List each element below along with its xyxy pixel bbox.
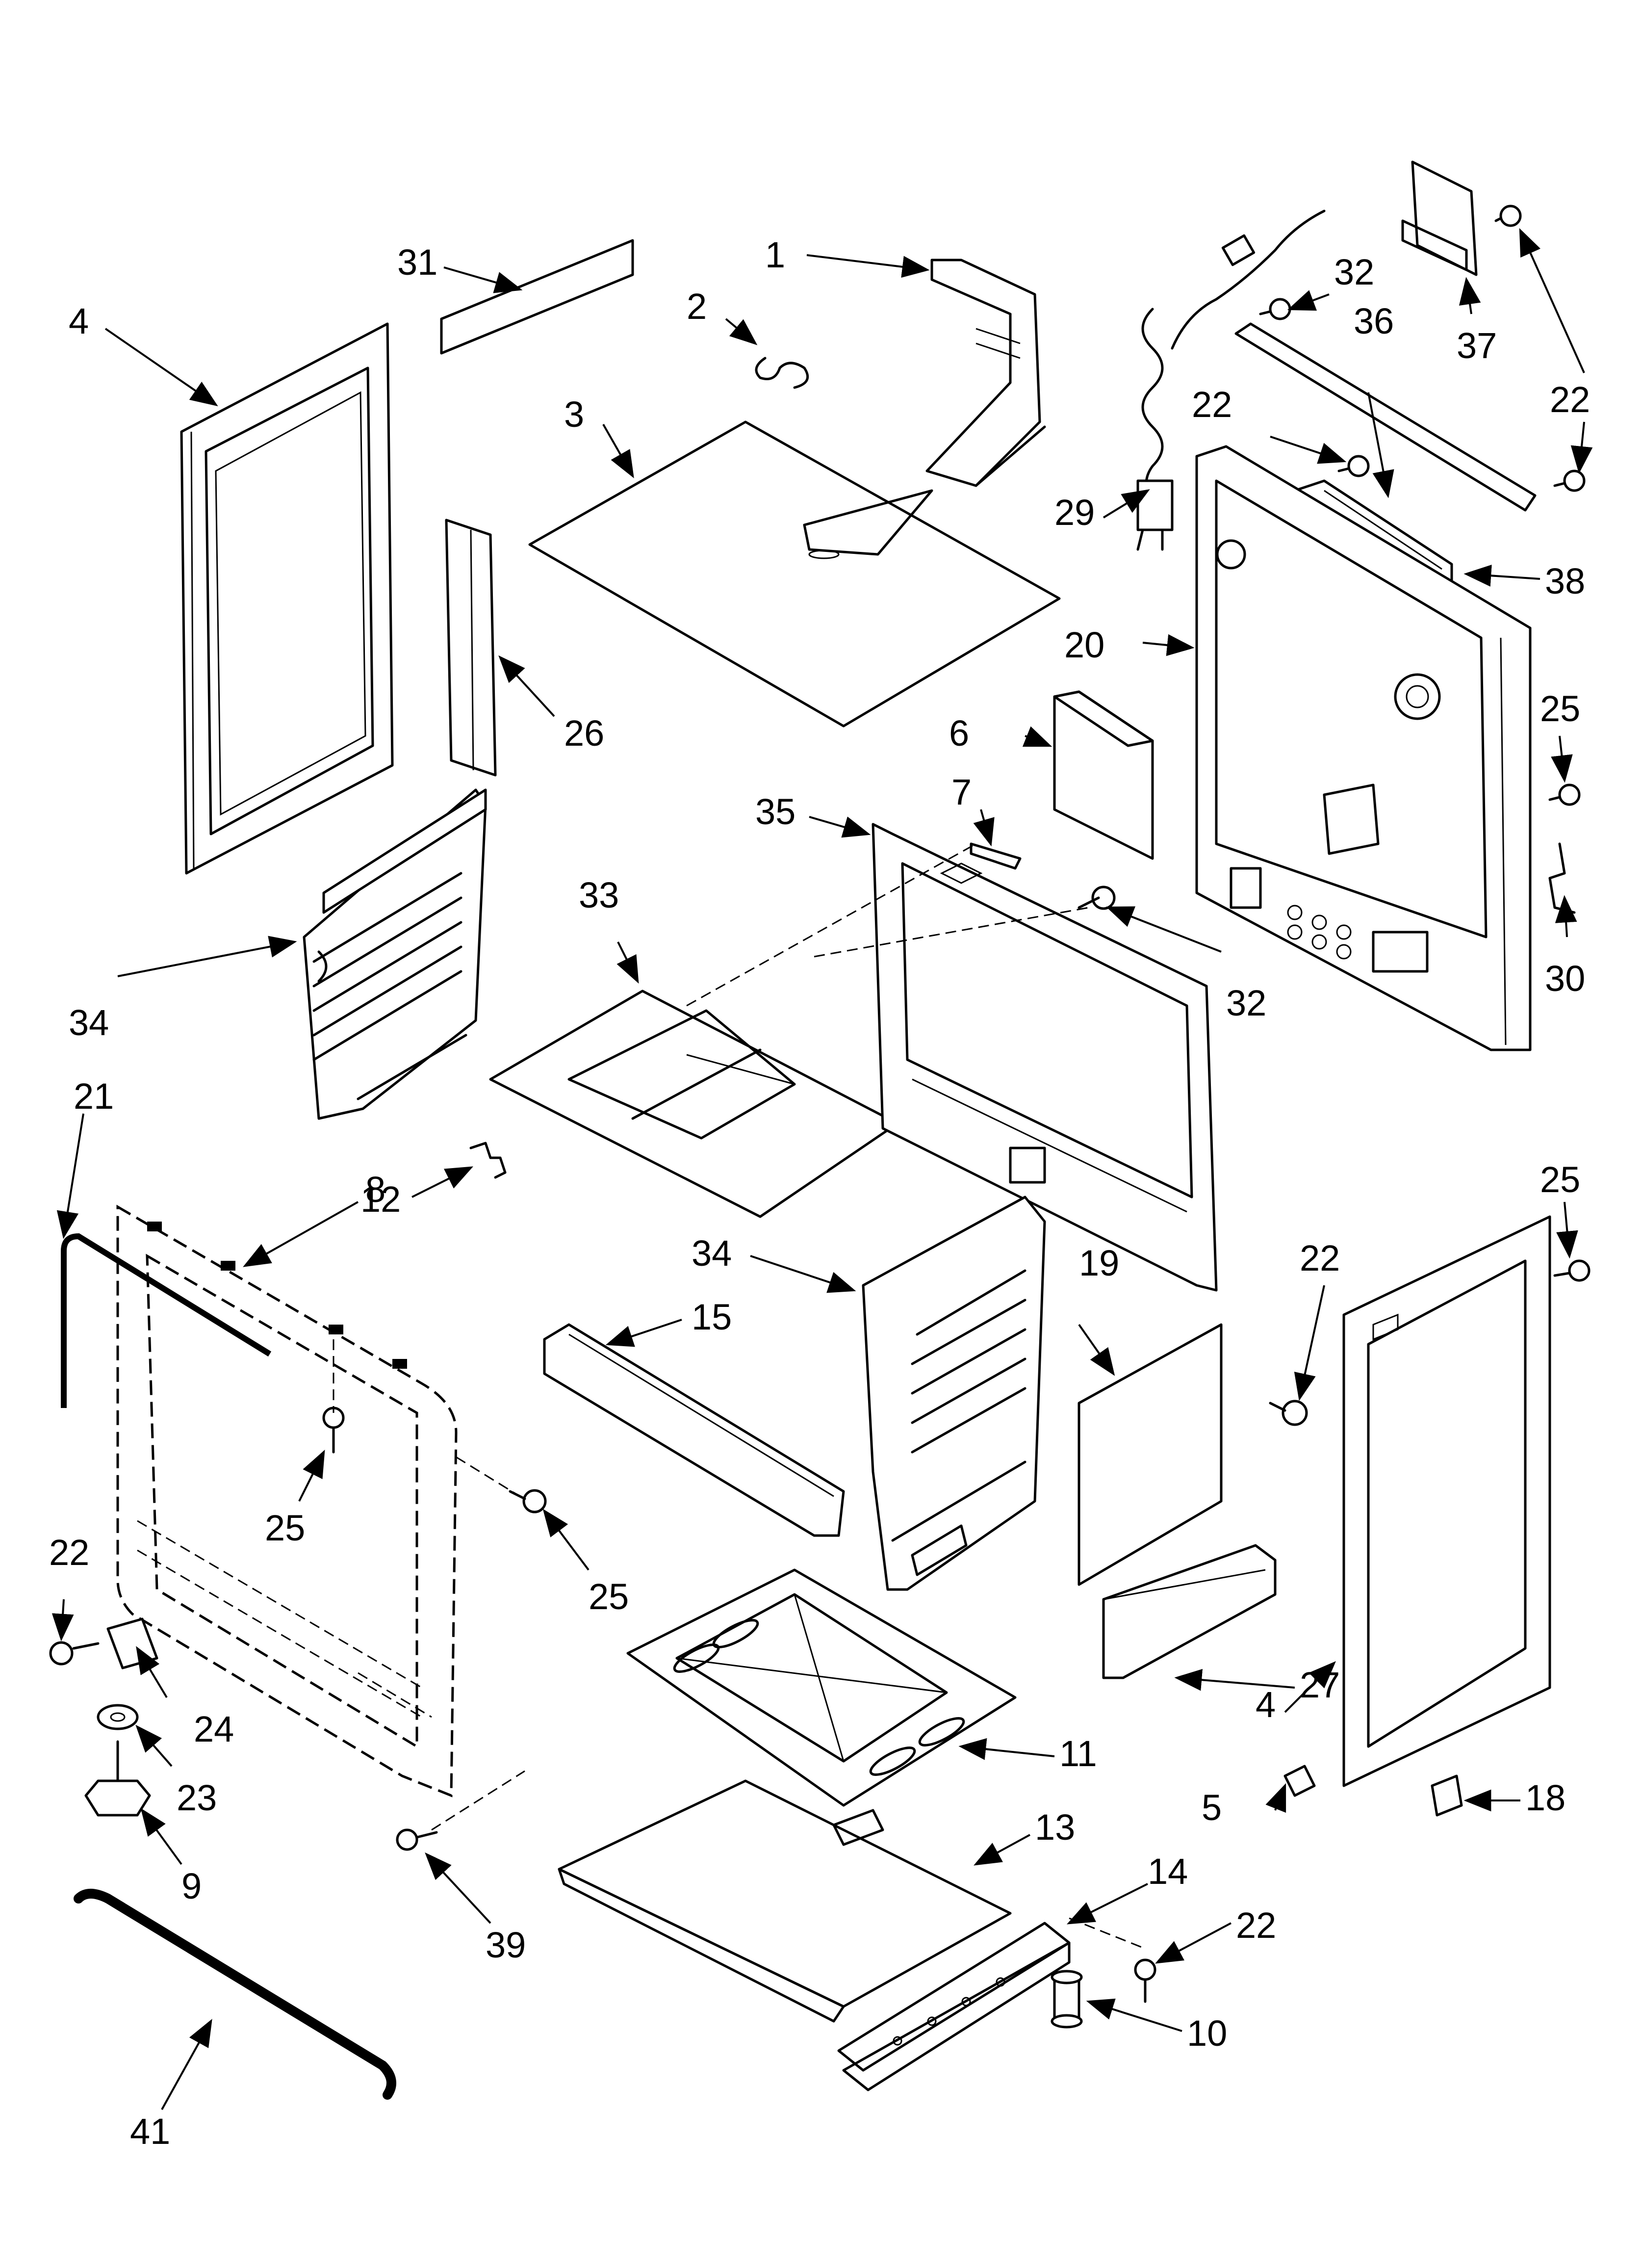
part-6-insulation-block [1053, 690, 1154, 860]
part-25-screw-right [1553, 1259, 1591, 1282]
callout-1: 1 [765, 235, 785, 275]
part-33-tray [489, 990, 899, 1218]
part-22-screw-door-hinge [49, 1641, 100, 1666]
part-18-clip [1431, 1774, 1463, 1817]
part-7-screw [970, 842, 1022, 870]
part-25-screw-door [322, 1407, 345, 1454]
part-15-front-rail [543, 1323, 845, 1537]
callout-4-right: 4 [1256, 1684, 1276, 1725]
callout-33: 33 [579, 875, 619, 915]
callout-35: 35 [755, 791, 795, 832]
part-21-gasket [61, 1233, 272, 1408]
callout-24: 24 [194, 1709, 234, 1749]
callout-14: 14 [1148, 1851, 1188, 1892]
part-22-screw-bottom-right [1134, 1958, 1156, 2003]
part-25-screw-side [509, 1489, 547, 1513]
callout-13: 13 [1035, 1807, 1075, 1848]
part-20-rear-panel [1195, 445, 1532, 1051]
part-25-screw-rear [1548, 783, 1581, 806]
part-32-screw-center [1078, 886, 1116, 910]
part-12-clip [469, 1142, 507, 1179]
callout-19: 19 [1079, 1243, 1119, 1283]
callout-10: 10 [1187, 2013, 1227, 2054]
callout-30: 30 [1545, 958, 1585, 999]
callout-32-top: 32 [1334, 252, 1374, 292]
callout-2: 2 [687, 286, 707, 327]
callout-labels: 1 2 3 4 4 5 6 7 8 9 10 11 12 13 14 15 18… [49, 235, 1590, 2152]
callout-25-door: 25 [265, 1508, 305, 1548]
callout-26: 26 [564, 713, 604, 754]
part-14-rear-strip [837, 1922, 1071, 2091]
callout-23: 23 [177, 1777, 217, 1818]
part-35-front-frame [872, 823, 1218, 1292]
callout-4-left: 4 [69, 301, 89, 341]
callout-22-mid-right: 22 [1300, 1238, 1340, 1278]
part-2-clip [755, 357, 809, 389]
callout-5: 5 [1202, 1787, 1222, 1828]
part-9-leveling-foot [84, 1740, 151, 1817]
part-22-screw-38 [1337, 455, 1370, 477]
callout-25-side: 25 [589, 1576, 629, 1617]
part-34-rack-support-right [862, 1196, 1046, 1591]
callout-31: 31 [397, 242, 437, 283]
callout-37: 37 [1457, 325, 1497, 366]
callout-18: 18 [1525, 1777, 1565, 1818]
callout-25-right: 25 [1540, 1159, 1580, 1200]
callout-39: 39 [486, 1925, 526, 1965]
callout-22-door: 22 [49, 1532, 89, 1573]
part-37-bracket [1401, 160, 1478, 276]
callout-22-rear: 22 [1192, 384, 1232, 425]
callout-15: 15 [692, 1297, 732, 1337]
callout-3: 3 [564, 394, 584, 435]
callout-12: 12 [360, 1179, 401, 1220]
assembly-lines [333, 843, 1143, 1949]
callout-41: 41 [130, 2111, 170, 2152]
part-22-screw-top-right [1494, 205, 1522, 227]
part-27-trim [1102, 1544, 1277, 1679]
part-3-top-panel [528, 420, 1061, 728]
part-22-screw-mid-right [1269, 1400, 1308, 1426]
part-41-gasket [74, 1889, 396, 2100]
callout-36: 36 [1354, 301, 1394, 341]
callout-32-center: 32 [1226, 983, 1266, 1023]
part-26-strip [445, 519, 497, 777]
part-4-side-panel-right [1342, 1215, 1551, 1787]
part-4-side-panel-left [180, 322, 394, 875]
leader-lines [51, 228, 1593, 2110]
callout-22-bottom: 22 [1236, 1905, 1276, 1946]
part-10-leveling-leg [1051, 1970, 1083, 2029]
part-31-label [440, 239, 634, 355]
part-13-bottom-panel [558, 1779, 1012, 2023]
part-1-bracket [925, 259, 1046, 487]
callout-38: 38 [1545, 561, 1585, 601]
callout-27: 27 [1300, 1665, 1340, 1705]
part-32-screw-top [1259, 298, 1291, 320]
callout-8: 8 [365, 1169, 385, 1210]
callout-22-top-right: 22 [1550, 379, 1590, 420]
part-39-screw [396, 1828, 438, 1851]
callout-25-rear: 25 [1540, 688, 1580, 729]
part-30-clip [1548, 842, 1576, 914]
callout-34-right: 34 [692, 1233, 732, 1274]
part-5-clip [1283, 1765, 1316, 1797]
part-22-screw-36-right [1553, 469, 1586, 492]
callout-20: 20 [1064, 625, 1104, 665]
callout-6: 6 [949, 713, 969, 754]
part-34-rack-support-left [303, 788, 487, 1120]
callout-9: 9 [181, 1866, 202, 1906]
part-11-burner-tray [626, 1568, 1017, 1807]
callout-11: 11 [1059, 1733, 1097, 1774]
callout-34-left: 34 [69, 1002, 109, 1043]
part-8-oven-door-frame [106, 1204, 458, 1798]
part-23-washer [97, 1704, 139, 1730]
callout-29: 29 [1054, 492, 1095, 533]
part-36-rod [1234, 322, 1537, 512]
part-19-insulation-sheet [1078, 1323, 1223, 1586]
callout-7: 7 [951, 772, 972, 812]
callout-21: 21 [74, 1076, 114, 1117]
